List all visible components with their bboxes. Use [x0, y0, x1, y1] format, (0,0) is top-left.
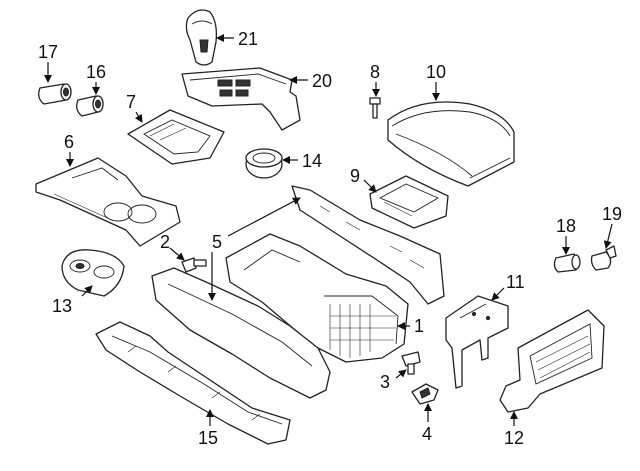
part-1-console-base [225, 233, 409, 363]
part-6-front-console [35, 157, 181, 247]
callout-1: 1 [414, 316, 424, 336]
part-13-cup-holder [61, 249, 125, 297]
part-18-plug [553, 253, 581, 273]
callout-7: 7 [126, 92, 136, 112]
part-20-shifter-bezel [181, 67, 301, 131]
callout-10: 10 [426, 62, 446, 82]
part-2-bolt [181, 257, 207, 273]
callout-8: 8 [370, 62, 380, 82]
part-21-shift-knob [185, 9, 218, 66]
part-15-lower-rail [95, 321, 291, 445]
callout-20: 20 [312, 71, 332, 91]
callout-21: 21 [238, 29, 258, 49]
part-12-rear-vent-panel [499, 309, 605, 413]
callout-14: 14 [302, 151, 322, 171]
callout-5: 5 [212, 232, 222, 252]
part-19-socket [590, 245, 617, 271]
part-7-bezel-frame [127, 109, 225, 165]
part-14-cup-insert [245, 148, 283, 179]
callout-2: 2 [160, 232, 170, 252]
callout-13: 13 [52, 296, 72, 316]
part-17-socket [38, 83, 72, 105]
leader-lines [44, 34, 613, 426]
part-10-armrest-lid [387, 101, 515, 187]
callout-6: 6 [64, 132, 74, 152]
callout-4: 4 [422, 424, 432, 444]
part-3-screw [401, 351, 421, 375]
part-16-socket [76, 95, 104, 117]
part-5-rear-panel [291, 185, 445, 305]
callout-3: 3 [380, 372, 390, 392]
callout-12: 12 [504, 428, 524, 448]
part-4-clip [411, 383, 439, 405]
callout-17: 17 [38, 42, 58, 62]
callout-11: 11 [506, 272, 525, 292]
callout-15: 15 [198, 428, 218, 448]
part-11-bracket [445, 295, 509, 389]
part-8-screw [369, 97, 381, 119]
callout-16: 16 [86, 62, 106, 82]
part-9-storage-tray [369, 175, 449, 229]
callout-19: 19 [602, 204, 622, 224]
callout-9: 9 [350, 166, 360, 186]
part-5-side-panel [151, 267, 331, 399]
callout-18: 18 [556, 216, 576, 236]
